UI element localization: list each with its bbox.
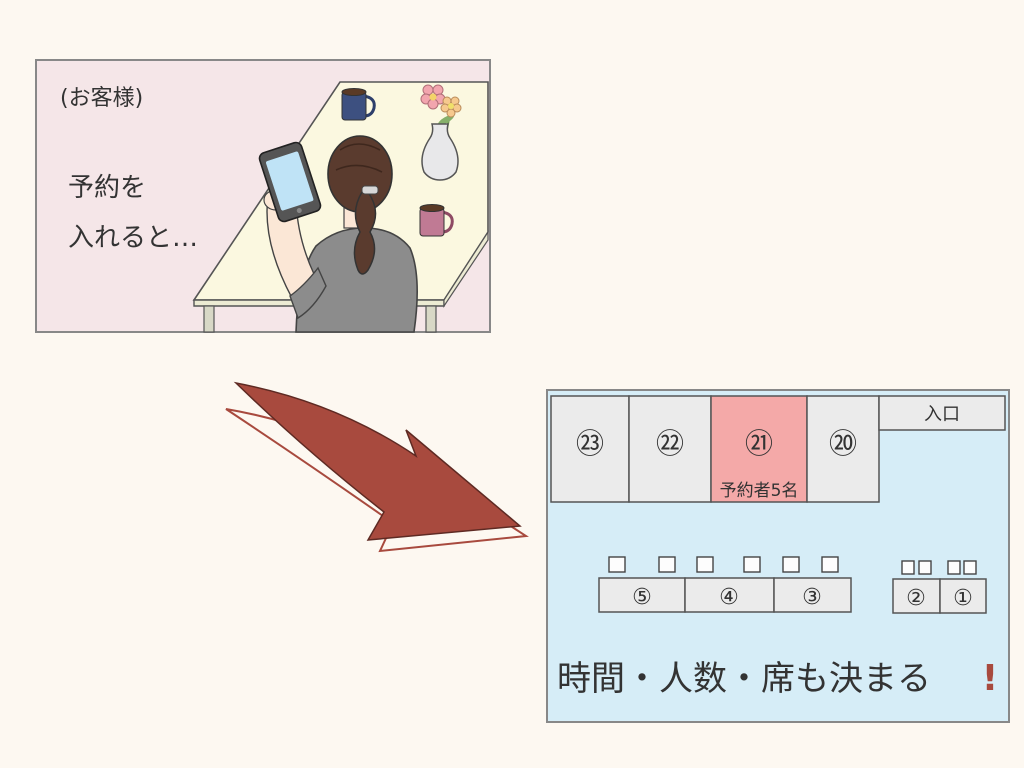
customer-panel: (お客様) 予約を 入れると…: [35, 59, 491, 333]
stools-long-table: [608, 556, 839, 573]
customer-text-line1: 予約を: [68, 173, 146, 203]
seat-5: [598, 577, 686, 613]
stools-short-table: [901, 560, 977, 575]
stool-icon: [947, 560, 961, 575]
long-table: ⑤ ④ ③: [598, 577, 852, 613]
booth-number: ㉒: [656, 427, 684, 460]
blue-mug-icon: [341, 88, 376, 121]
entrance-label: 入口: [924, 404, 960, 425]
stool-icon: [963, 560, 977, 575]
stool-icon: [743, 556, 761, 573]
customer-text-line2: 入れると…: [68, 223, 198, 253]
curved-arrow-icon: [225, 381, 529, 553]
floor-plan-caption: 時間・人数・席も決まる: [557, 659, 931, 699]
booth-23: [550, 395, 630, 503]
exclamation-mark: !: [982, 658, 998, 699]
woman-with-phone: [263, 135, 418, 333]
stool-icon: [918, 560, 932, 575]
seat-4: [684, 577, 775, 613]
floor-plan-panel: ㉓ ㉒ ㉑ ⑳ 予約者5名 入口 ⑤ ④ ③: [546, 389, 1010, 723]
seat-number: ①: [953, 586, 973, 611]
booth-number: ⑳: [829, 427, 857, 460]
smartphone-icon: [258, 141, 322, 223]
stool-icon: [782, 556, 800, 573]
seat-1: [939, 578, 987, 614]
booth-row: ㉓ ㉒ ㉑ ⑳ 予約者5名: [550, 395, 880, 503]
seat-number: ③: [802, 585, 822, 610]
short-table: ② ①: [892, 578, 987, 614]
booth-20: [806, 395, 880, 503]
seat-2: [892, 578, 941, 614]
customer-label: (お客様): [60, 86, 143, 111]
stool-icon: [696, 556, 714, 573]
reserved-note: 予約者5名: [720, 481, 799, 501]
stool-icon: [821, 556, 839, 573]
booth-number: ㉑: [745, 427, 773, 460]
seat-number: ②: [906, 586, 926, 611]
flower-vase-icon: [420, 84, 462, 181]
stool-icon: [901, 560, 915, 575]
entrance-box: [878, 395, 1006, 431]
seat-number: ④: [719, 585, 739, 610]
booth-number: ㉓: [576, 427, 604, 460]
stool-icon: [608, 556, 626, 573]
stool-icon: [658, 556, 676, 573]
booth-21-reserved: [710, 395, 808, 503]
seat-number: ⑤: [632, 585, 652, 610]
seat-3: [773, 577, 852, 613]
pink-mug-icon: [419, 204, 454, 237]
